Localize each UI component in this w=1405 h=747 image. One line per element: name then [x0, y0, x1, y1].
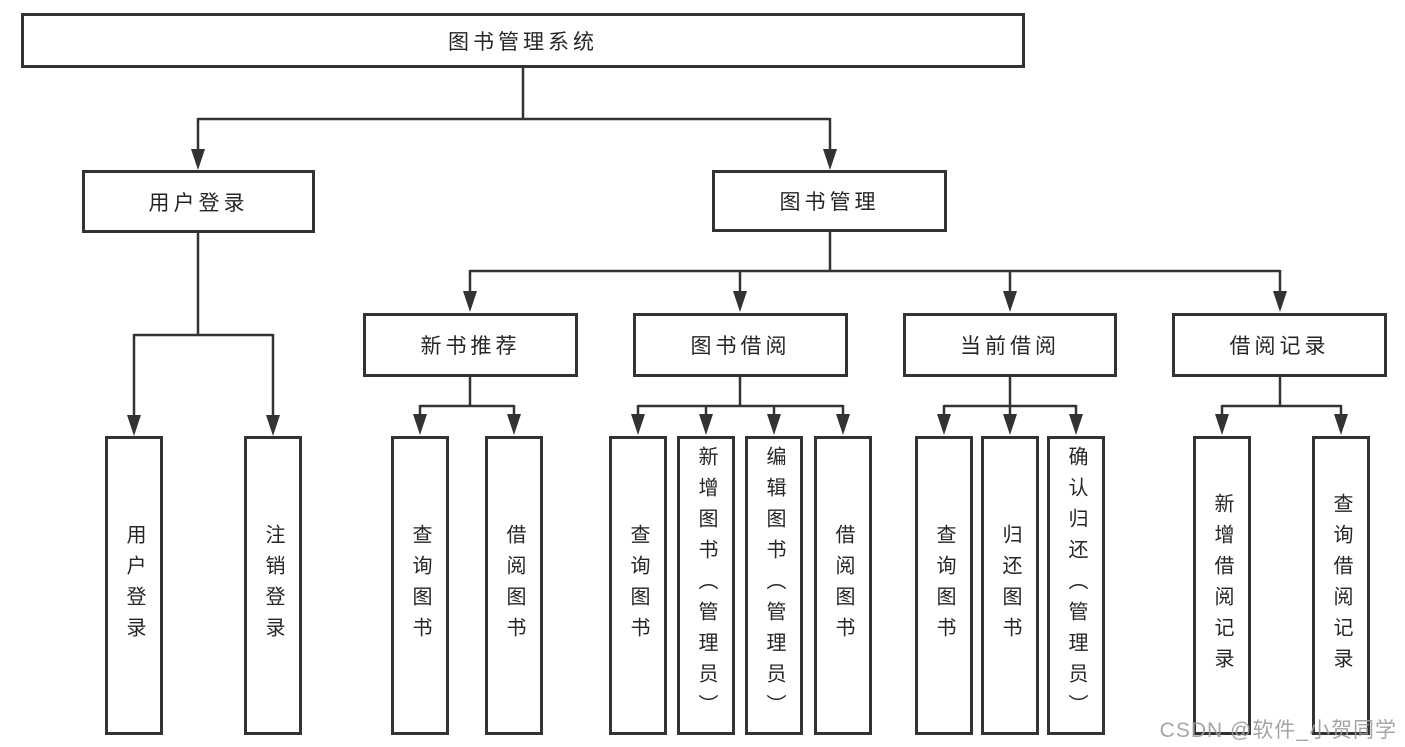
- node-label: 查询借阅记录: [1330, 492, 1352, 679]
- node-new-book-recommend: 新书推荐: [363, 313, 578, 377]
- csdn-watermark: CSDN @软件_小贺同学: [1159, 719, 1397, 742]
- node-label: 查询图书: [627, 523, 649, 648]
- node-label: 确认归还（管理员）: [1065, 446, 1087, 725]
- node-label: 借阅图书: [832, 523, 854, 648]
- node-label: 归还图书: [999, 523, 1021, 648]
- leaf-borrow-query-books: 查询图书: [609, 436, 667, 735]
- node-label: 新书推荐: [420, 335, 521, 358]
- node-label: 查询图书: [409, 523, 431, 648]
- leaf-user-login: 用户登录: [105, 436, 163, 735]
- node-label: 图书借阅: [690, 335, 791, 358]
- node-label: 借阅记录: [1229, 335, 1330, 358]
- node-borrow-records: 借阅记录: [1172, 313, 1387, 377]
- leaf-borrow-books: 借阅图书: [814, 436, 872, 735]
- node-label: 图书管理系统: [448, 30, 598, 54]
- node-current-borrow: 当前借阅: [903, 313, 1117, 377]
- node-book-management: 图书管理: [712, 170, 947, 232]
- leaf-confirm-return-admin: 确认归还（管理员）: [1047, 436, 1105, 735]
- leaf-return-books: 归还图书: [981, 436, 1039, 735]
- node-label: 编辑图书（管理员）: [763, 446, 785, 725]
- leaf-add-borrow-record: 新增借阅记录: [1193, 436, 1251, 735]
- node-book-borrow: 图书借阅: [633, 313, 848, 377]
- leaf-add-books-admin: 新增图书（管理员）: [677, 436, 735, 735]
- node-label: 当前借阅: [960, 335, 1060, 358]
- leaf-logout: 注销登录: [244, 436, 302, 735]
- node-label: 注销登录: [262, 523, 284, 648]
- node-user-login: 用户登录: [82, 170, 315, 233]
- node-label: 新增图书（管理员）: [695, 446, 717, 725]
- node-library-management-system: 图书管理系统: [21, 13, 1025, 68]
- node-label: 新增借阅记录: [1211, 492, 1233, 679]
- leaf-recommend-borrow-books: 借阅图书: [485, 436, 543, 735]
- node-label: 图书管理: [779, 191, 880, 214]
- node-label: 查询图书: [933, 523, 955, 648]
- node-label: 用户登录: [148, 191, 249, 215]
- leaf-edit-books-admin: 编辑图书（管理员）: [745, 436, 803, 735]
- node-label: 借阅图书: [503, 523, 525, 648]
- node-label: 用户登录: [123, 523, 145, 648]
- leaf-recommend-query-books: 查询图书: [391, 436, 449, 735]
- leaf-query-borrow-record: 查询借阅记录: [1312, 436, 1370, 735]
- leaf-current-query-books: 查询图书: [915, 436, 973, 735]
